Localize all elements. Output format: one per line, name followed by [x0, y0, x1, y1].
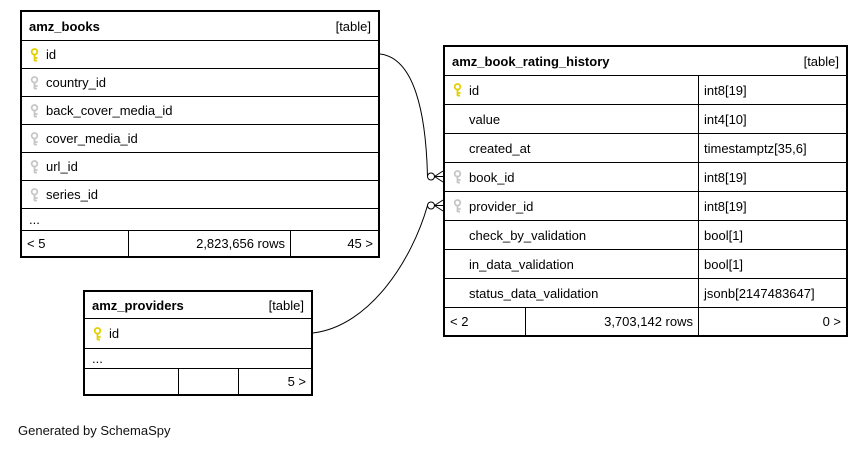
column-row: id	[85, 318, 311, 348]
primary-key-icon	[445, 83, 469, 97]
table-title: amz_providers	[92, 297, 184, 313]
more-columns-indicator: ...	[22, 208, 378, 230]
column-name: created_at	[469, 140, 531, 156]
column-row: status_data_validation jsonb[2147483647]	[445, 278, 846, 307]
column-name-cell: book_id	[445, 163, 698, 191]
foreign-key-icon	[22, 75, 46, 90]
more-columns-indicator: ...	[85, 348, 311, 368]
column-name-cell: value	[445, 105, 698, 133]
column-row: series_id	[22, 180, 378, 208]
footer-row-count: 2,823,656 rows	[128, 231, 290, 256]
column-name: check_by_validation	[469, 227, 587, 243]
table-footer: < 5 2,823,656 rows 45 >	[22, 230, 378, 256]
schemaspy-credit: Generated by SchemaSpy	[18, 423, 171, 438]
primary-key-icon	[85, 326, 109, 341]
column-type: int8[19]	[698, 163, 846, 191]
edge-amz_books-to-book_id	[379, 53, 428, 177]
table-tag: [table]	[268, 297, 304, 313]
column-name: id	[469, 82, 480, 98]
column-type: jsonb[2147483647]	[698, 279, 846, 307]
column-name-cell: id	[445, 76, 698, 104]
column-name: id	[46, 47, 57, 62]
foreign-key-icon	[22, 103, 46, 118]
column-name: status_data_validation	[469, 285, 599, 301]
table-header: amz_book_rating_history [table]	[445, 47, 846, 75]
column-row: value int4[10]	[445, 104, 846, 133]
table-tag: [table]	[335, 18, 371, 34]
crow-foot-icon-provider_id	[434, 199, 444, 212]
footer-related-in: < 2	[450, 314, 469, 329]
column-type: int8[19]	[698, 76, 846, 104]
footer-related-in	[85, 369, 178, 394]
foreign-key-icon	[22, 187, 46, 202]
column-row: cover_media_id	[22, 124, 378, 152]
footer-related-out: 0 >	[698, 308, 846, 335]
column-type: int8[19]	[698, 192, 846, 220]
crow-foot-icon-book_id	[434, 170, 444, 183]
column-row: check_by_validation bool[1]	[445, 220, 846, 249]
column-row: url_id	[22, 152, 378, 180]
column-row: book_id int8[19]	[445, 162, 846, 191]
table-title: amz_book_rating_history	[452, 53, 610, 69]
table-amz-book-rating-history[interactable]: amz_book_rating_history [table] id int8[…	[443, 45, 848, 337]
column-name: country_id	[46, 75, 106, 90]
column-type: int4[10]	[698, 105, 846, 133]
column-row: created_at timestamptz[35,6]	[445, 133, 846, 162]
column-name-cell: provider_id	[445, 192, 698, 220]
column-name: id	[109, 326, 120, 341]
footer-related-in: < 5	[27, 236, 46, 251]
column-row: id int8[19]	[445, 75, 846, 104]
table-footer: < 2 3,703,142 rows 0 >	[445, 307, 846, 335]
primary-key-icon	[22, 47, 46, 62]
column-name: cover_media_id	[46, 131, 138, 146]
table-header: amz_providers [table]	[85, 292, 311, 318]
column-name: provider_id	[469, 198, 534, 214]
column-name: value	[469, 111, 501, 127]
column-name: book_id	[469, 169, 515, 185]
footer-row-count	[178, 369, 238, 394]
nullable-circle-book_id	[427, 172, 435, 181]
footer-related-out: 5 >	[238, 369, 311, 394]
column-name: in_data_validation	[469, 256, 574, 272]
foreign-key-icon	[445, 199, 469, 213]
column-name-cell: created_at	[445, 134, 698, 162]
table-title: amz_books	[29, 18, 100, 34]
column-type: bool[1]	[698, 250, 846, 278]
column-name: back_cover_media_id	[46, 103, 173, 118]
nullable-circle-provider_id	[427, 201, 435, 210]
table-amz-providers[interactable]: amz_providers [table] id ... 5 >	[83, 290, 313, 396]
footer-related-out: 45 >	[290, 231, 378, 256]
table-tag: [table]	[803, 53, 839, 69]
column-type: bool[1]	[698, 221, 846, 249]
column-name-cell: status_data_validation	[445, 279, 698, 307]
column-row: in_data_validation bool[1]	[445, 249, 846, 278]
footer-row-count: 3,703,142 rows	[525, 308, 698, 335]
table-header: amz_books [table]	[22, 12, 378, 40]
column-name-cell: check_by_validation	[445, 221, 698, 249]
foreign-key-icon	[22, 131, 46, 146]
column-type: timestamptz[35,6]	[698, 134, 846, 162]
column-name-cell: in_data_validation	[445, 250, 698, 278]
column-row: id	[22, 40, 378, 68]
column-row: provider_id int8[19]	[445, 191, 846, 220]
table-amz-books[interactable]: amz_books [table] id country_id back_cov…	[20, 10, 380, 258]
column-name: url_id	[46, 159, 78, 174]
foreign-key-icon	[22, 159, 46, 174]
column-name: series_id	[46, 187, 99, 202]
foreign-key-icon	[445, 170, 469, 184]
table-footer: 5 >	[85, 368, 311, 394]
column-row: back_cover_media_id	[22, 96, 378, 124]
column-row: country_id	[22, 68, 378, 96]
